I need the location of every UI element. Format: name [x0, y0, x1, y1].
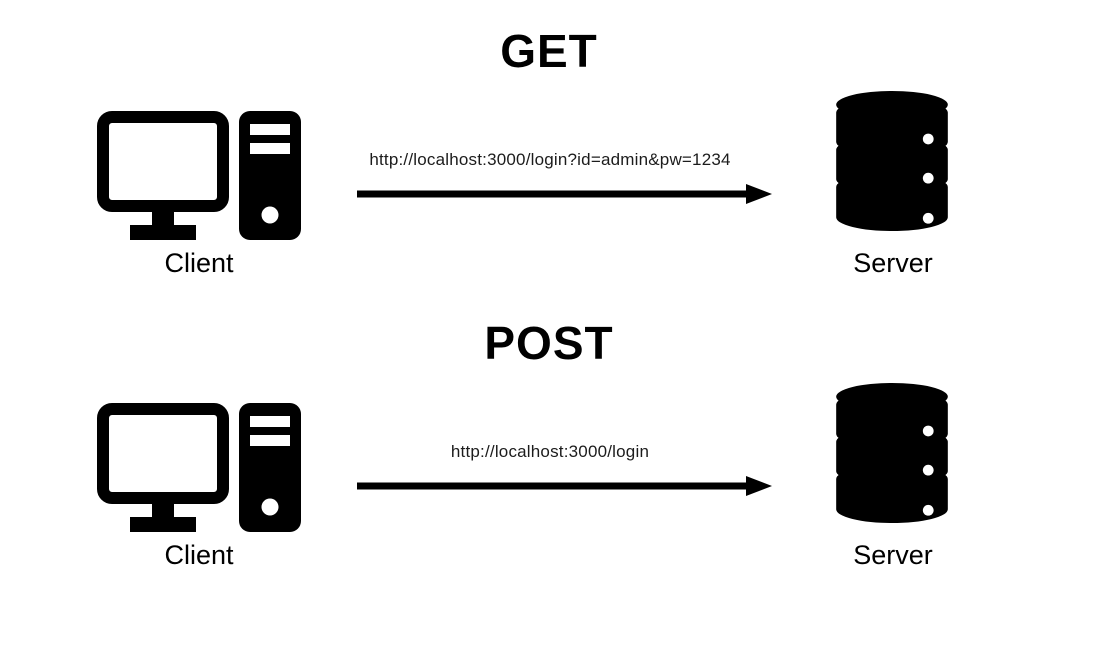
right-arrow-icon: [357, 472, 772, 505]
server-node: [833, 382, 953, 524]
server-node: [833, 90, 953, 232]
method-title-get: GET: [500, 25, 598, 77]
section-get: GET http://localhost:3000/login?id=admin…: [0, 26, 1098, 288]
desktop-computer-icon: [97, 403, 301, 533]
method-title-post: POST: [484, 317, 614, 369]
server-label: Server: [853, 248, 933, 278]
desktop-computer-icon: [97, 111, 301, 241]
client-node: [97, 403, 301, 533]
request-url: http://localhost:3000/login: [450, 442, 650, 461]
section-post: POST http://localhost:3000/login: [0, 318, 1098, 580]
request-url: http://localhost:3000/login?id=admin&pw=…: [369, 150, 731, 169]
client-node: [97, 111, 301, 241]
database-icon: [833, 382, 953, 524]
right-arrow-icon: [357, 180, 772, 213]
client-label: Client: [164, 540, 234, 570]
client-label: Client: [164, 248, 234, 278]
server-label: Server: [853, 540, 933, 570]
database-icon: [833, 90, 953, 232]
